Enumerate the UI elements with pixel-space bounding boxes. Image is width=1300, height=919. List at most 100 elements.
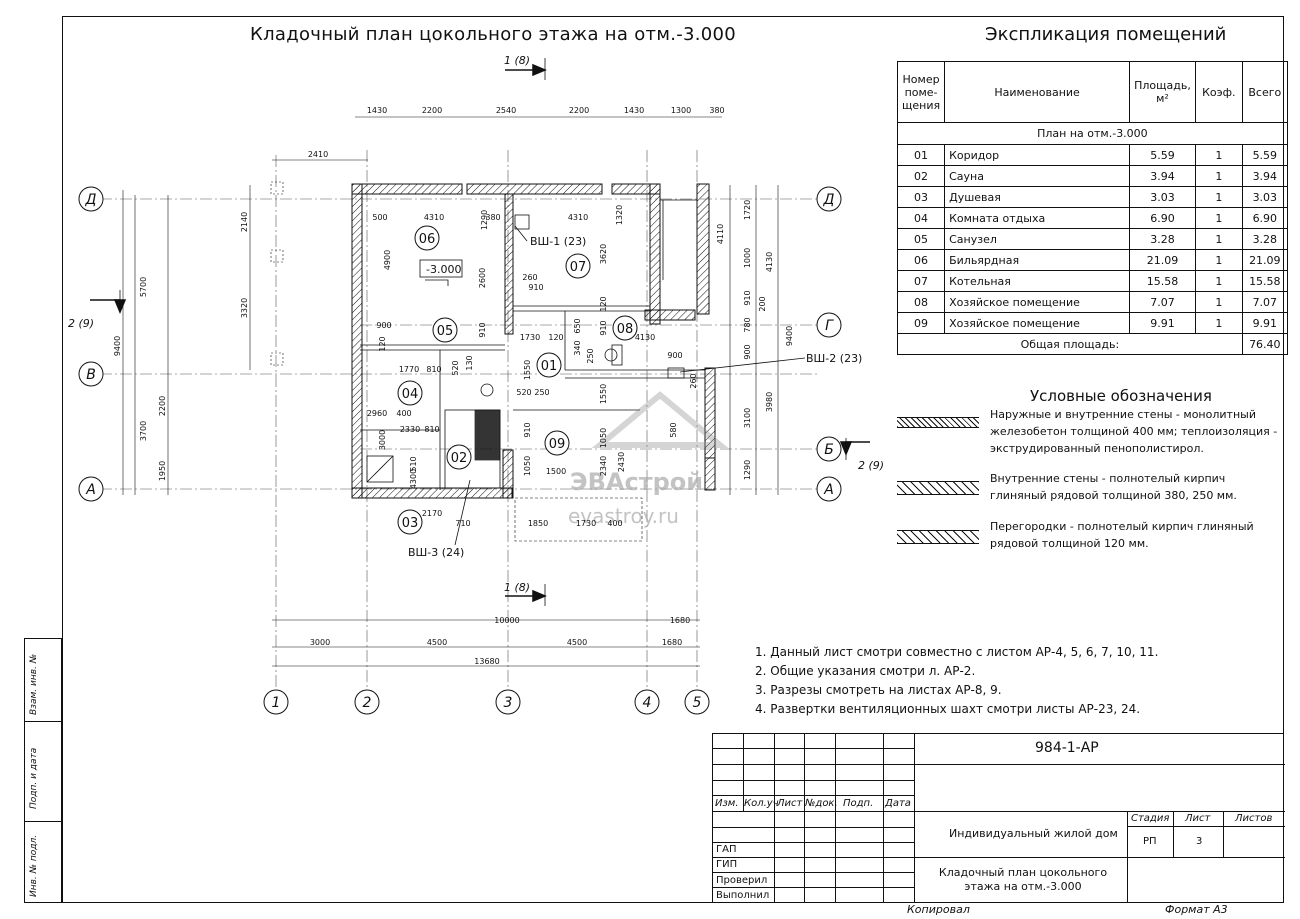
dim-inner-51: 200 [758,296,767,311]
explication-title: Экспликация помещений [985,24,1227,45]
dim-top-2: 2540 [496,106,516,115]
dim-right-6: 900 [743,344,752,359]
tb-col-list: Лист [777,798,803,809]
floor-plan-drawing: ЭВАстрой evastroy.ru Д В А Д Г Б А 1 2 3… [68,54,884,715]
dim-right-3: 4130 [765,252,774,272]
row-name: Хозяйское помещение [944,291,1131,313]
dim-right-2: 1000 [743,248,752,268]
row-name: Хозяйское помещение [944,312,1131,334]
dim-top-1: 2200 [422,106,442,115]
row-total: 6.90 [1241,207,1288,229]
dim-inner-0: 500 [372,213,387,222]
axis-label-a-right: А [823,482,834,498]
tb-role-vypolnil: Выполнил [716,890,770,901]
room-number-03: 03 [402,516,419,531]
dim-inner-1: 4310 [424,213,444,222]
dim-bottom-inner-2: 1680 [670,616,690,625]
dim-inner-34: 910 [523,422,532,437]
row-name: Котельная [944,270,1131,292]
tb-col-ndok: №док. [805,798,838,809]
dim-top-0: 1430 [367,106,387,115]
axis-label-1: 1 [272,695,281,711]
dim-inner-18: 1770 [399,365,419,374]
dim-inner-38: 4300 [409,469,418,489]
dim-inner-5: 1320 [615,205,624,225]
side-stamp: Взам. инв. № Подп. и дата Инв. № подл. [24,638,62,903]
dim-left-5: 2140 [240,212,249,232]
dim-inner-32: 520 [516,388,531,397]
dim-inner-16: 1550 [523,360,532,380]
dim-left-2: 3700 [139,421,148,441]
row-name: Сауна [944,165,1131,187]
table-row: 01 Коридор 5.59 1 5.59 [896,144,1288,166]
header-name: Наименование [944,61,1131,123]
format-label: Формат А3 [1165,903,1228,916]
dim-top-3: 2200 [569,106,589,115]
row-num: 04 [896,207,946,229]
dim-inner-45: 120 [378,336,387,351]
dim-inner-35: 1550 [599,384,608,404]
row-area: 3.28 [1129,228,1196,250]
dim-inner-8: 2600 [478,268,487,288]
tb-col-kolich: Кол.уч [744,798,779,809]
explication-total-row: Общая площадь: 76.40 [897,333,1288,355]
row-total: 21.09 [1241,249,1288,271]
row-name: Комната отдыха [944,207,1131,229]
tb-stage: РП [1143,836,1157,847]
axis-label-g-right: Г [825,318,834,334]
dim-inner-24: 4130 [635,333,655,342]
explication-header-row: Номер поме- щения Наименование Площадь, … [896,61,1288,123]
dim-left-3: 2200 [158,396,167,416]
tb-role-proveril: Проверил [716,875,768,886]
dim-inner-30: 2330 [400,425,420,434]
copied-label: Копировал [907,903,970,916]
row-coef: 1 [1194,186,1243,208]
dim-top-5: 1300 [671,106,691,115]
plan-title: Кладочный план цокольного этажа на отм.-… [250,24,737,45]
table-row: 09 Хозяйское помещение 9.91 1 9.91 [896,312,1288,334]
row-coef: 1 [1194,249,1243,271]
dim-inner-10: 910 [528,283,543,292]
header-area: Площадь, м² [1129,61,1196,123]
row-num: 06 [896,249,946,271]
dim-left-7: 2410 [308,150,328,159]
dim-inner-52: 910 [743,290,752,305]
dim-right-5: 3980 [765,392,774,412]
dim-inner-46: 1050 [599,428,608,448]
total-value: 76.40 [1241,333,1288,355]
dim-right-4: 9400 [785,326,794,346]
row-name: Коридор [944,144,1131,166]
legend-swatch-brick [897,481,979,495]
note-4: 4. Развертки вентиляционных шахт смотри … [755,702,1141,716]
row-total: 3.28 [1241,228,1288,250]
dim-inner-14: 650 [573,318,582,333]
legend-item-1: Наружные и внутренние стены - монолитный… [990,408,1278,455]
dim-left-0: 5700 [139,277,148,297]
table-row: 04 Комната отдыха 6.90 1 6.90 [896,207,1288,229]
section-label-right: 2 (9) [858,459,884,472]
dim-inner-29: 400 [396,409,411,418]
row-total: 3.94 [1241,165,1288,187]
table-row: 06 Бильярдная 21.09 1 21.09 [896,249,1288,271]
row-total: 15.58 [1241,270,1288,292]
tb-col-data: Дата [885,798,911,809]
dim-inner-6: 4900 [383,250,392,270]
watermark-brand: ЭВАстрой [570,468,703,496]
tb-sheets-label: Листов [1235,813,1273,824]
dim-inner-25: 910 [599,320,608,335]
dim-bottom-0: 3000 [310,638,330,647]
dim-bottom-2: 4500 [567,638,587,647]
tb-role-gip: ГИП [716,859,738,870]
room-number-06: 06 [419,232,436,247]
row-area: 9.91 [1129,312,1196,334]
row-area: 5.59 [1129,144,1196,166]
header-num: Номер поме- щения [896,61,946,123]
tb-sheet: 3 [1196,836,1203,847]
row-area: 7.07 [1129,291,1196,313]
row-area: 6.90 [1129,207,1196,229]
dim-inner-37: 1500 [546,467,566,476]
title-block: 984-1-АР Изм. Кол.уч Лист №док. Подп. Да… [712,733,1285,903]
dim-inner-20: 340 [573,340,582,355]
row-total: 3.03 [1241,186,1288,208]
dim-left-4: 1950 [158,461,167,481]
